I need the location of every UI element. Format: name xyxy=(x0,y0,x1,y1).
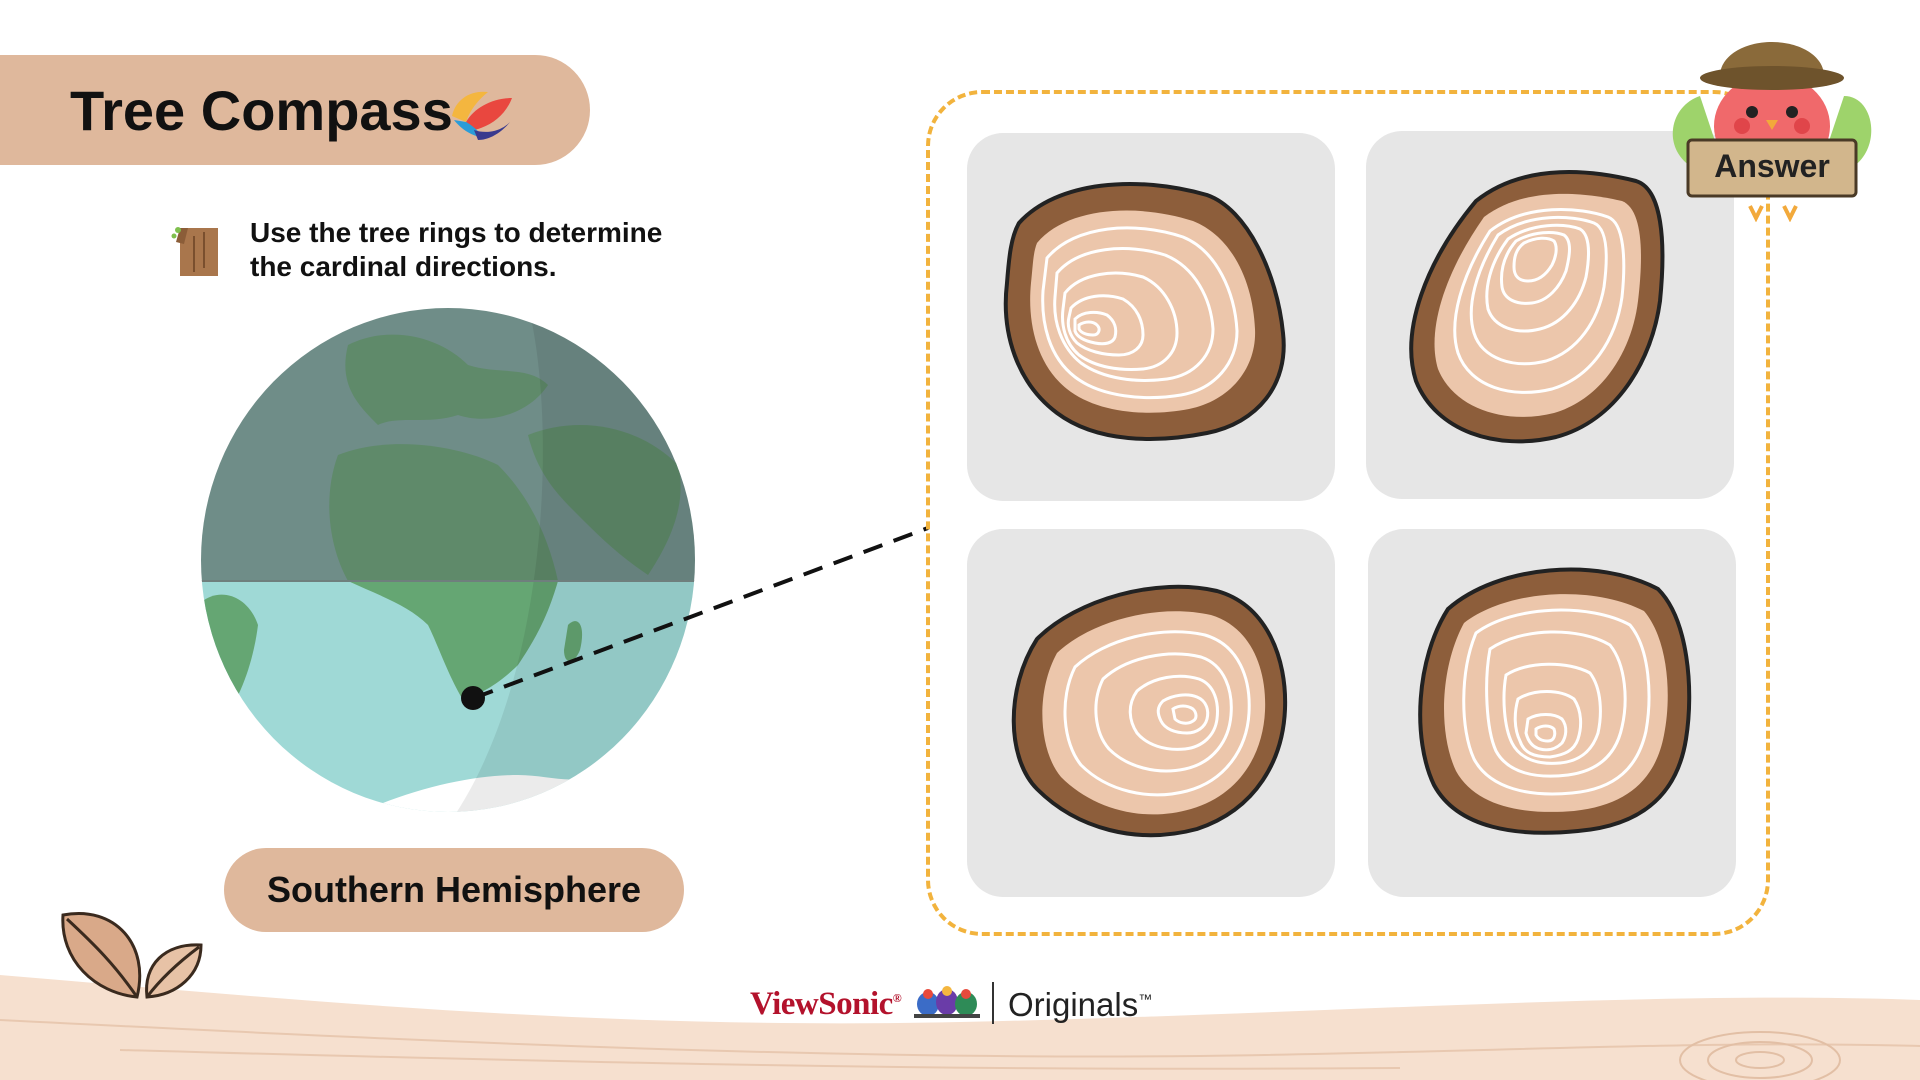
answer-button[interactable]: Answer xyxy=(1714,147,1830,184)
instruction-line-1: Use the tree rings to determine xyxy=(250,217,663,248)
colorful-leaf-logo-icon xyxy=(452,91,512,140)
tree-ring-3-icon xyxy=(1011,584,1288,838)
tree-ring-1-icon xyxy=(1003,182,1286,441)
instruction-line-2: the cardinal directions. xyxy=(250,251,557,282)
brand-registered-mark: ® xyxy=(892,991,902,1005)
tree-ring-option-1[interactable] xyxy=(967,133,1335,501)
birds-logo-icon xyxy=(914,986,980,1018)
brand-name: ViewSonic xyxy=(750,986,893,1022)
page-title: Tree Compass xyxy=(70,79,453,142)
earth-globe xyxy=(201,308,695,812)
answer-mascot-bird-icon[interactable] xyxy=(1660,36,1884,222)
tree-rings-panel xyxy=(926,90,1770,936)
product-name: Originals xyxy=(1008,986,1139,1023)
tree-ring-2-icon xyxy=(1409,170,1665,444)
product-trademark: ™ xyxy=(1138,991,1153,1007)
viewsonic-logo: ViewSonic® xyxy=(750,986,902,1023)
tree-ring-option-3[interactable] xyxy=(967,529,1335,897)
brand-divider xyxy=(992,982,994,1024)
tree-ring-option-4[interactable] xyxy=(1368,529,1736,897)
hemisphere-label: Southern Hemisphere xyxy=(224,848,684,932)
tree-ring-4-icon xyxy=(1418,567,1692,835)
originals-logo: Originals™ xyxy=(1008,986,1152,1024)
wood-floor-decoration xyxy=(0,975,1920,1080)
tree-stump-icon xyxy=(171,227,218,276)
tree-ring-option-2[interactable] xyxy=(1366,131,1734,499)
instruction-text: Use the tree rings to determine the card… xyxy=(250,216,730,284)
leaves-decoration xyxy=(61,912,203,999)
